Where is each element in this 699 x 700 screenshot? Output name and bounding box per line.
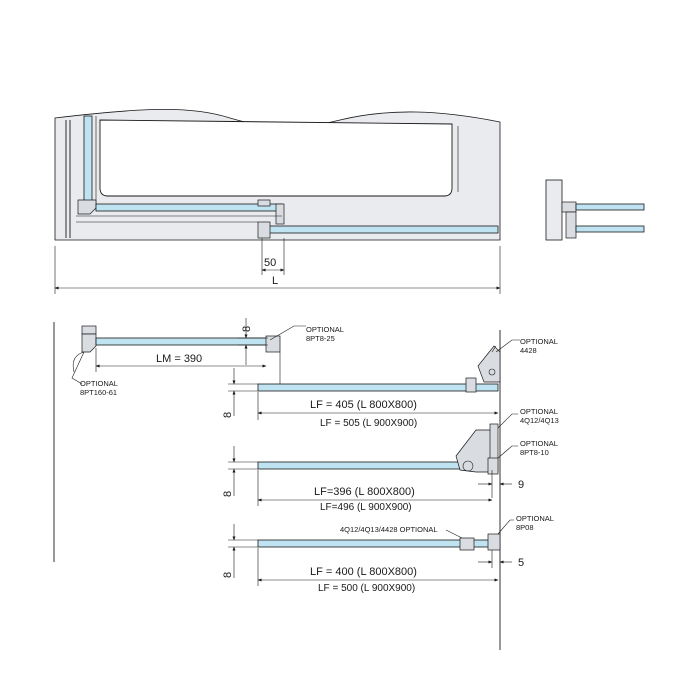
panel-3-dim-height: 8 — [222, 572, 234, 578]
panel-2-dim-height: 8 — [222, 491, 234, 497]
panel-3-dim-lf-b: LF = 500 (L 900X900) — [318, 583, 415, 594]
panel-1-dim-lf-b: LF = 505 (L 900X900) — [320, 418, 417, 429]
section-panel-1: 8 LM = 390 OPTIONAL 8PT8-25 OPTIONAL 8PT… — [53, 318, 558, 650]
panel-3-label-parts: 4Q12/4Q13/4428 OPTIONAL — [340, 525, 438, 534]
panel-1-label-optional-top: OPTIONAL — [306, 325, 344, 334]
panel-1-dim-lm: LM = 390 — [156, 353, 202, 365]
dim-total-label: L — [272, 275, 278, 287]
panel-2-label-optional-1: OPTIONAL — [520, 407, 558, 416]
panel-1-dim-height-2: 8 — [222, 412, 234, 418]
panel-1-dim-height-1: 8 — [241, 326, 253, 332]
panel-1-dim-lf-a: LF = 405 (L 800X800) — [310, 399, 417, 411]
dim-overlap-label: 50 — [264, 257, 276, 269]
panel-1-upper-glass — [95, 337, 269, 346]
side-detail-view — [545, 179, 645, 241]
panel-2-dim-lf-a: LF=396 (L 800X800) — [314, 486, 415, 498]
panel-3-dim-lf-a: LF = 400 (L 800X800) — [310, 566, 417, 578]
upper-sliding-glass — [95, 203, 283, 212]
panel-2-label-part-2: 8PT8-10 — [520, 448, 549, 457]
panel-1-label-part-top: 8PT8-25 — [306, 334, 335, 343]
left-fixed-glass — [83, 115, 93, 209]
panel-2-glass — [257, 461, 493, 470]
top-plan-view: 50 L — [54, 108, 501, 294]
panel-1-label-optional-right: OPTIONAL — [520, 337, 558, 346]
panel-1-lower-glass — [257, 383, 499, 392]
panel-2-dim-side: 9 — [518, 479, 524, 491]
panel-3-label-optional: OPTIONAL — [516, 514, 554, 523]
section-panel-3: 4Q12/4Q13/4428 OPTIONAL OPTIONAL 8P08 8 … — [222, 514, 554, 594]
panel-3-dim-side: 5 — [518, 557, 524, 569]
panel-2-label-part-1: 4Q12/4Q13 — [520, 416, 559, 425]
side-wall — [545, 179, 563, 241]
corner-profile — [77, 199, 97, 215]
lower-sliding-glass — [267, 225, 499, 234]
panel-1-label-part-right: 4428 — [520, 346, 537, 355]
panel-2-label-optional-2: OPTIONAL — [520, 439, 558, 448]
section-panel-2: OPTIONAL 4Q12/4Q13 OPTIONAL 8PT8-10 8 9 … — [222, 407, 559, 513]
panel-2-dim-lf-b: LF=496 (L 900X900) — [320, 502, 412, 513]
panel-3-label-part: 8P08 — [516, 523, 534, 532]
basin-inner — [99, 119, 453, 197]
panel-1-label-optional-left: OPTIONAL — [80, 379, 118, 388]
panel-1-label-part-left: 8PT160-61 — [80, 388, 117, 397]
